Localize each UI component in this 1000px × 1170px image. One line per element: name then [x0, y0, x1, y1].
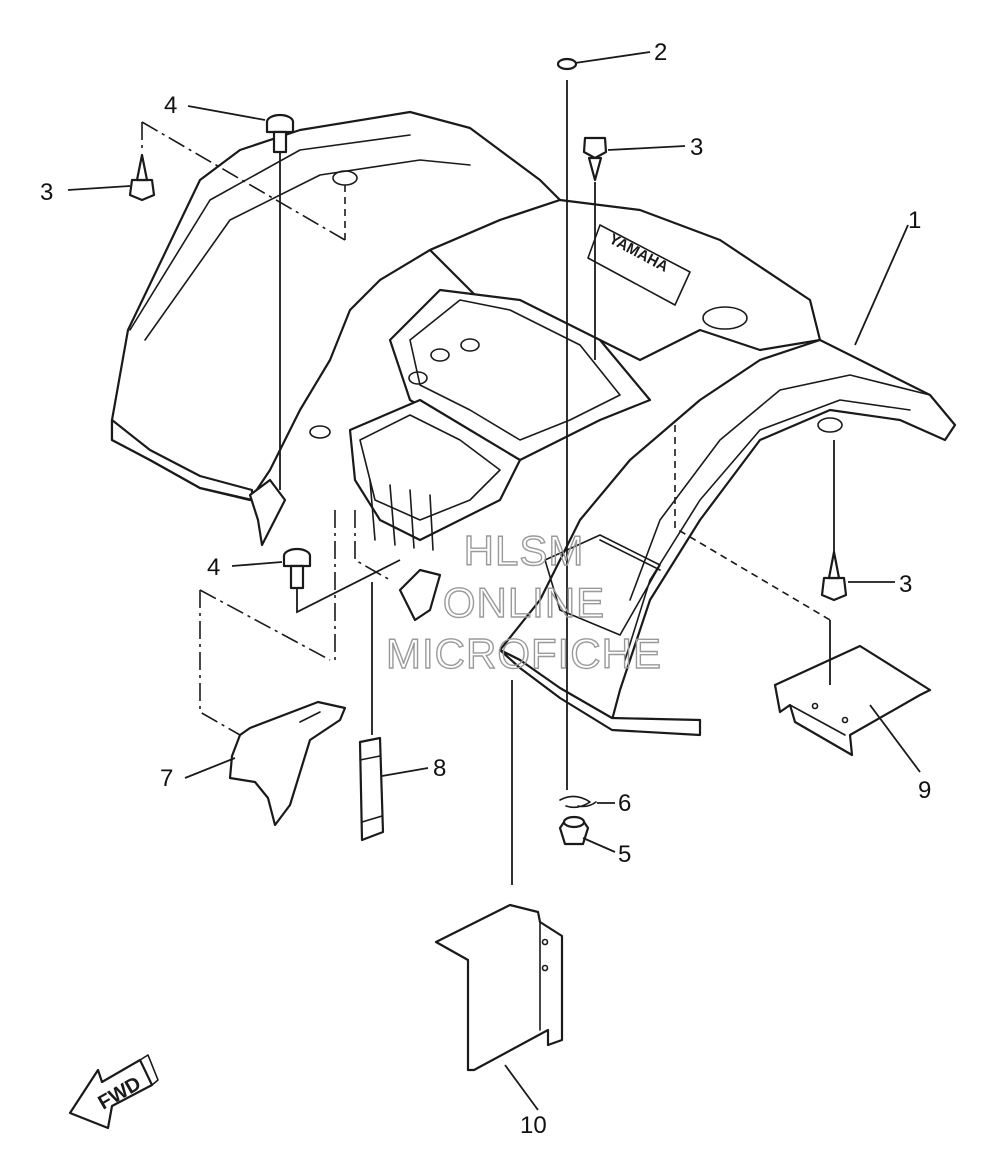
screw-top [582, 136, 608, 182]
rear-fender: YAMAHA [110, 110, 957, 737]
assembly-lines [141, 80, 835, 885]
guard-plate-center [434, 903, 564, 1072]
callout-2: 2 [654, 39, 667, 66]
callout-7: 7 [160, 765, 173, 792]
guard-plate-right [773, 644, 932, 757]
watermark: HLSM ONLINE MICROFICHE [385, 526, 662, 677]
callout-8: 8 [433, 755, 446, 782]
callout-4-mid: 4 [207, 554, 220, 581]
callout-3-right: 3 [899, 571, 912, 598]
clip-part [559, 795, 597, 809]
callout-5: 5 [618, 841, 631, 868]
watermark-line-2: ONLINE [443, 579, 605, 626]
watermark-line-1: HLSM [464, 527, 585, 574]
callout-4-top: 4 [164, 92, 177, 119]
bolt-top [265, 113, 295, 154]
callout-3-top: 3 [690, 134, 703, 161]
cap-part [556, 57, 578, 71]
mud-flap-left [228, 700, 347, 827]
callout-1: 1 [908, 207, 921, 234]
callout-10: 10 [520, 1112, 547, 1139]
callout-labels: 1 2 3 3 3 4 4 5 6 7 8 9 10 [40, 39, 931, 1139]
guard-strip [358, 736, 385, 842]
callout-9: 9 [918, 777, 931, 804]
bolt-mid [282, 547, 312, 590]
callout-6: 6 [618, 790, 631, 817]
screw-left [128, 153, 156, 202]
screw-right [820, 550, 848, 602]
callout-leaders [67, 51, 921, 1111]
fwd-arrow: FWD [68, 1054, 159, 1130]
callout-3-left: 3 [40, 179, 53, 206]
watermark-line-3: MICROFICHE [386, 630, 662, 677]
